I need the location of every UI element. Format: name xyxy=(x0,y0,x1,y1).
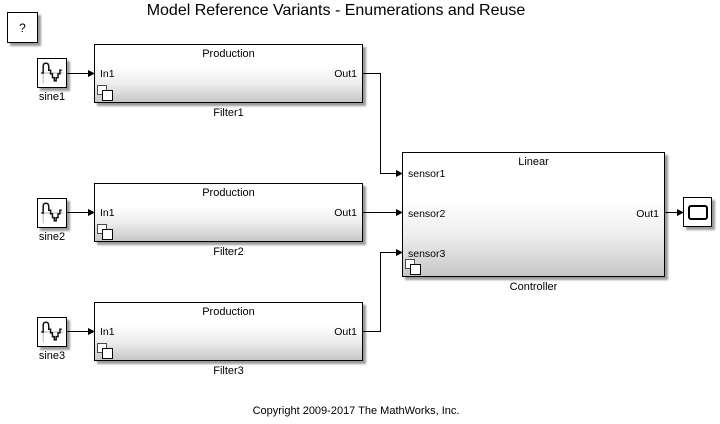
scope-block[interactable] xyxy=(683,197,712,227)
controller-block[interactable]: Linear sensor1 sensor2 sensor3 Out1 xyxy=(402,152,665,277)
block-name-filter3[interactable]: Filter3 xyxy=(213,365,244,377)
variant-label: Linear xyxy=(518,156,549,168)
sine1-block[interactable] xyxy=(37,58,67,88)
scope-screen-icon xyxy=(687,204,708,220)
wire-sine1-to-filter1[interactable] xyxy=(67,70,95,77)
sine-wave-icon xyxy=(40,321,64,343)
port-label-in1: In1 xyxy=(100,67,115,80)
block-name-controller[interactable]: Controller xyxy=(509,281,558,293)
block-name-filter1[interactable]: Filter1 xyxy=(213,107,244,119)
help-block[interactable]: ? xyxy=(7,12,38,43)
port-label-out1: Out1 xyxy=(334,206,357,219)
wire-sine2-to-filter2[interactable] xyxy=(67,209,95,216)
model-title: Model Reference Variants - Enumerations … xyxy=(146,2,526,19)
wire-controller-to-scope[interactable] xyxy=(665,209,684,216)
port-label-sensor2: sensor2 xyxy=(408,208,446,220)
variant-label: Production xyxy=(202,48,255,60)
sine2-block[interactable] xyxy=(37,198,67,228)
sine3-block[interactable] xyxy=(37,317,67,347)
port-label-in1: In1 xyxy=(100,325,115,338)
model-reference-badge-icon xyxy=(97,85,113,101)
wire-filter3-to-controller-sensor3[interactable] xyxy=(363,249,403,332)
copyright-text: Copyright 2009-2017 The MathWorks, Inc. xyxy=(252,405,460,417)
block-name-sine2[interactable]: sine2 xyxy=(38,231,66,243)
wire-filter2-to-controller-sensor2[interactable] xyxy=(363,209,403,216)
filter3-block[interactable]: Production In1 Out1 xyxy=(94,302,363,361)
block-name-sine3[interactable]: sine3 xyxy=(38,350,66,362)
port-label-out1: Out1 xyxy=(334,67,357,80)
model-reference-badge-icon xyxy=(97,224,113,240)
filter2-block[interactable]: Production In1 Out1 xyxy=(94,183,363,242)
help-label: ? xyxy=(19,20,26,35)
variant-label: Production xyxy=(202,187,255,199)
variant-label: Production xyxy=(202,306,255,318)
block-name-filter2[interactable]: Filter2 xyxy=(213,246,244,258)
port-label-out1: Out1 xyxy=(334,325,357,338)
model-reference-badge-icon xyxy=(405,259,421,275)
port-label-sensor1: sensor1 xyxy=(408,168,446,180)
port-label-in1: In1 xyxy=(100,206,115,219)
sine-wave-icon xyxy=(40,62,64,84)
block-name-sine1[interactable]: sine1 xyxy=(38,91,66,103)
model-reference-badge-icon xyxy=(97,343,113,359)
port-label-sensor3: sensor3 xyxy=(408,248,446,260)
filter1-block[interactable]: Production In1 Out1 xyxy=(94,44,363,103)
wire-filter1-to-controller-sensor1[interactable] xyxy=(363,73,403,178)
sine-wave-icon xyxy=(40,202,64,224)
wire-sine3-to-filter3[interactable] xyxy=(67,328,95,335)
port-label-out1: Out1 xyxy=(636,208,659,220)
